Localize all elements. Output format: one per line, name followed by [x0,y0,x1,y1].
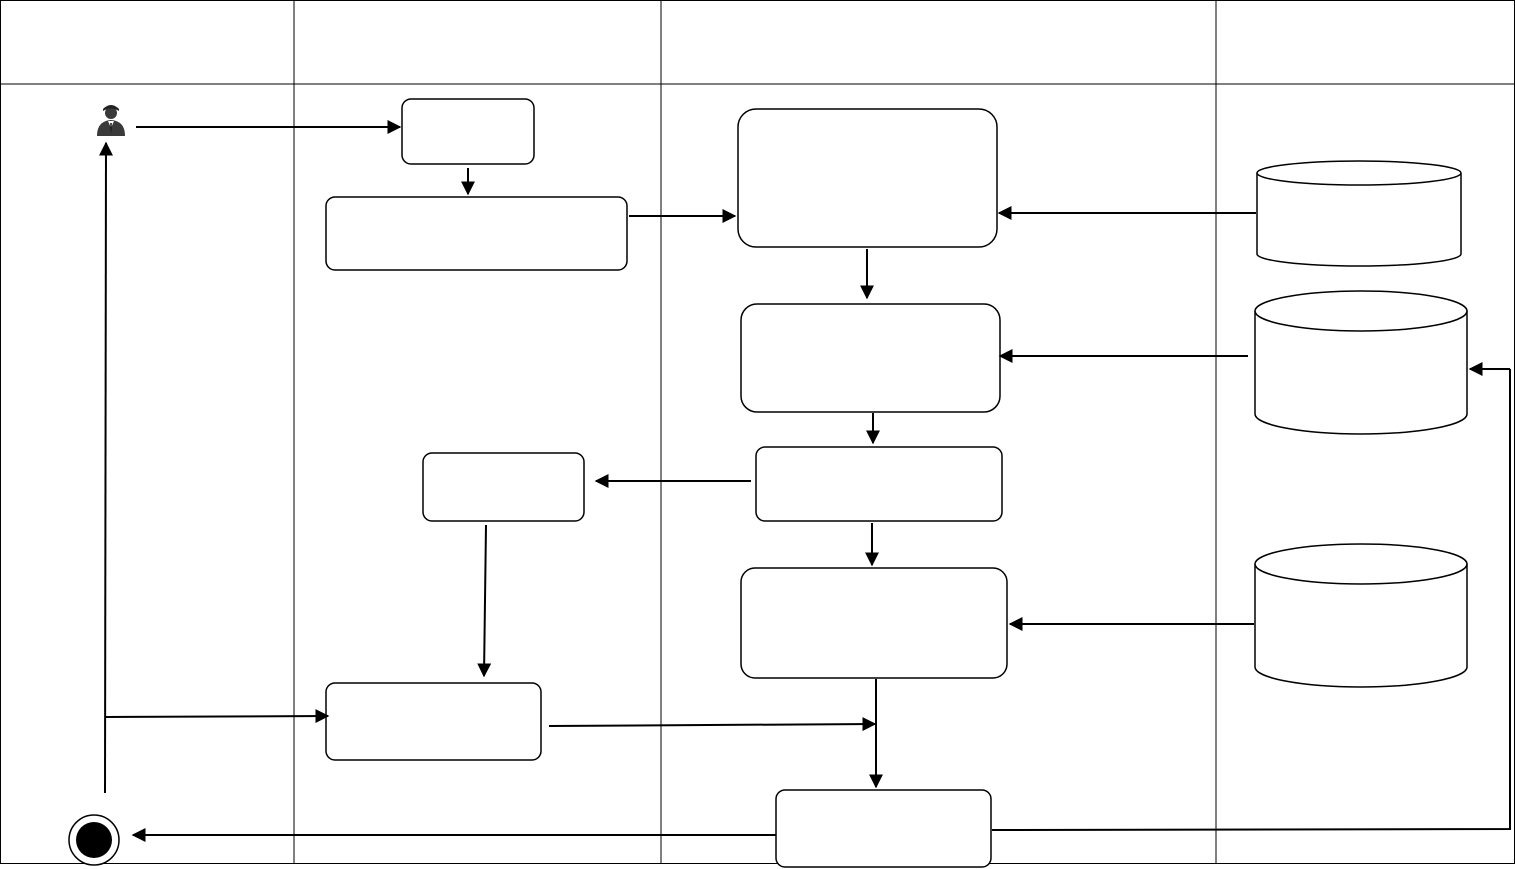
connector-box9-to-db2 [991,369,1511,831]
datastore-3 [1254,543,1468,688]
arrow-box8-to-merge [548,717,877,732]
activity-box-7 [740,567,1008,679]
flow-connectors [98,120,1511,842]
end-node-icon [68,814,120,866]
activity-box-9 [775,789,992,868]
datastore-1 [1256,160,1462,267]
arrow-loop-to-box8 [105,709,330,724]
activity-box-3 [737,108,998,248]
activity-box-1 [401,98,535,165]
activity-box-8 [325,682,542,761]
activity-box-5 [755,446,1003,522]
activity-box-2 [325,196,628,271]
arrow-box6-to-box8 [477,524,492,678]
activity-box-4 [740,303,1001,413]
arrow-loop-to-actor [98,141,113,794]
activity-box-6 [422,452,585,522]
datastore-2 [1254,290,1468,435]
user-icon [97,105,125,136]
